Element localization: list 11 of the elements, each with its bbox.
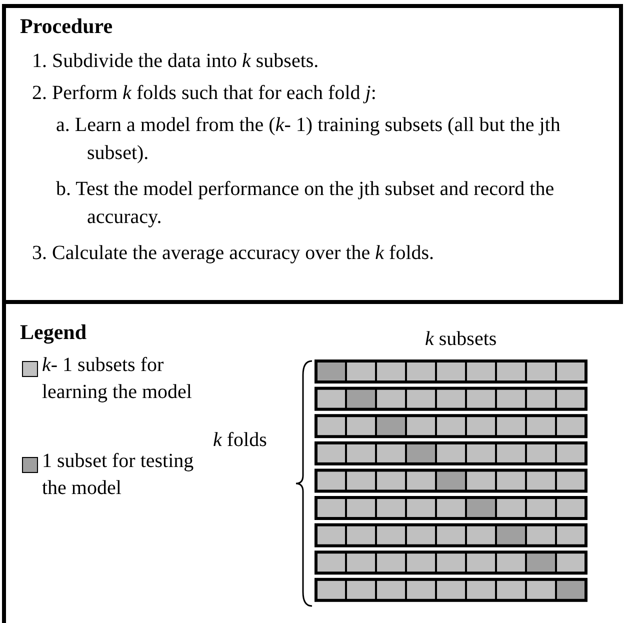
- legend-text: 1 subset for testing the model: [42, 449, 195, 501]
- axis-label: k folds: [213, 428, 267, 453]
- procedure-substep: a. Learn a model from the (k- 1) training subsets (all but the jth subset).: [56, 113, 562, 166]
- legend-text: k- 1 subsets for learning the model: [42, 353, 193, 405]
- procedure-substep: b. Test the model performance on the jth subset and record the accuracy.: [56, 177, 556, 230]
- section-heading: Legend: [20, 319, 87, 346]
- procedure-step: 1. Subdivide the data into k subsets.: [32, 47, 319, 75]
- procedure-step: 2. Perform k folds such that for each fold j:: [32, 79, 376, 107]
- section-heading: Procedure: [20, 13, 113, 40]
- procedure-step: 3. Calculate the average accuracy over the k folds.: [32, 239, 434, 267]
- axis-label: k subsets: [425, 327, 497, 352]
